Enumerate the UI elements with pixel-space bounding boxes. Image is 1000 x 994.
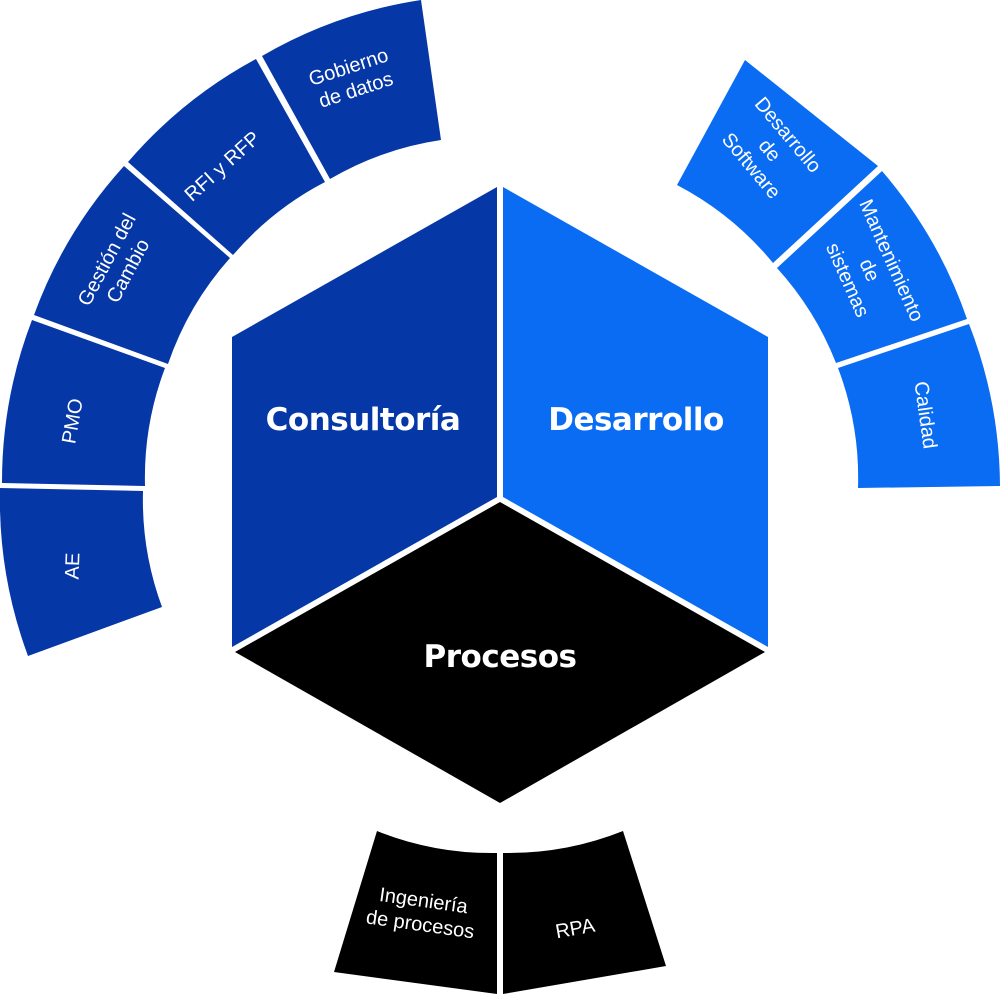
segment-gestion-cambio[interactable]: [34, 166, 230, 364]
segment-label-ae: AE: [62, 552, 85, 579]
segment-ae[interactable]: [0, 488, 162, 656]
hexagon-desarrollo[interactable]: [503, 187, 768, 647]
hexagon-consultoria[interactable]: [232, 187, 497, 647]
segment-pmo[interactable]: [1, 320, 165, 486]
desarrollo-title: Desarrollo: [548, 402, 724, 438]
consultoria-ring: AE PMO Gestión delCambio RFI y RFP Gobie…: [0, 0, 441, 656]
segment-calidad[interactable]: [838, 324, 1000, 488]
consultoria-title: Consultoría: [266, 402, 461, 438]
segment-gobierno-datos[interactable]: [262, 0, 441, 179]
hexagon: Consultoría Desarrollo Procesos: [232, 187, 768, 803]
procesos-title: Procesos: [424, 639, 577, 675]
segment-rpa[interactable]: [503, 831, 666, 994]
procesos-ring: Ingenieríade procesos RPA: [334, 831, 666, 994]
desarrollo-ring: DesarrollodeSoftware Mantenimientodesist…: [677, 60, 1000, 488]
segment-desarrollo-software[interactable]: [677, 60, 878, 263]
segment-ingenieria-procesos[interactable]: [334, 831, 497, 994]
segment-mantenimiento[interactable]: [777, 171, 967, 363]
segment-label-line: AE: [62, 552, 85, 579]
segment-rfi-rfp[interactable]: [128, 59, 325, 255]
hexagon-procesos[interactable]: [235, 502, 765, 803]
